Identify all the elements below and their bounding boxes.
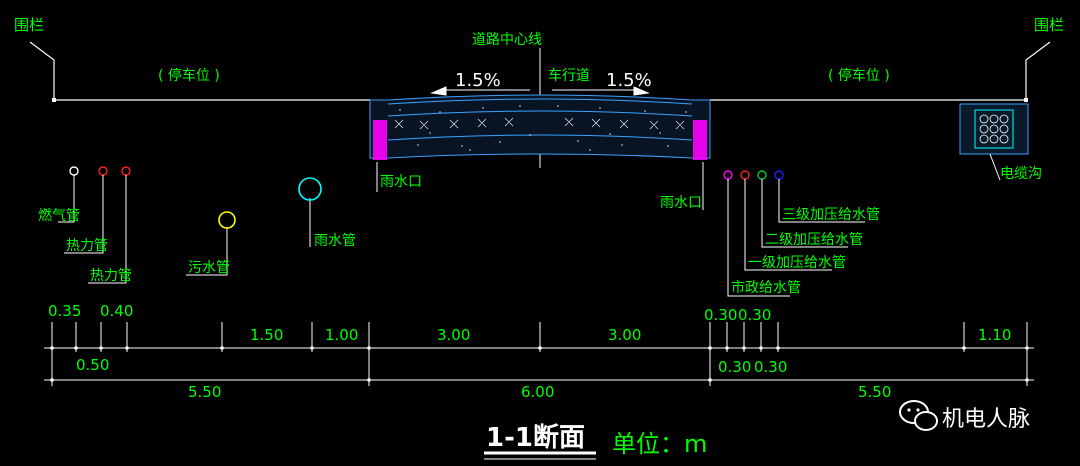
dim-5-50-left: 5.50 (188, 383, 221, 401)
ground-line (29, 41, 1051, 101)
parking-label-left: ( 停车位 ) (158, 67, 220, 84)
dim-0-50: 0.50 (76, 356, 109, 374)
water-2-pipe-icon (757, 170, 767, 180)
water-3-label: 三级加压给水管 (782, 207, 880, 223)
sewage-pipe-label: 污水管 (188, 260, 230, 276)
dim-1-10: 1.10 (978, 326, 1011, 344)
gas-pipe-icon (69, 166, 79, 176)
dimension-lines (44, 322, 1034, 386)
dim-6-00: 6.00 (521, 383, 554, 401)
section-title: 1-1断面 (486, 422, 585, 453)
dim-0-35: 0.35 (48, 302, 81, 320)
wechat-icon (899, 400, 938, 431)
water-city-pipe-icon (723, 170, 733, 180)
inlet-label-right: 雨水口 (660, 195, 702, 211)
water-2-label: 二级加压给水管 (765, 232, 863, 248)
water-1-pipe-icon (740, 170, 750, 180)
dim-3-00-right: 3.00 (608, 326, 641, 344)
dim-0-30-d: 0.30 (754, 358, 787, 376)
unit-label: 单位：m (612, 430, 707, 458)
dim-5-50-right: 5.50 (858, 383, 891, 401)
dim-0-30-c: 0.30 (718, 358, 751, 376)
dim-0-30-b: 0.30 (738, 306, 771, 324)
fence-label-right: 围栏 (1034, 16, 1064, 34)
watermark-text: 机电人脉 (942, 407, 1030, 432)
slope-label-left: 1.5% (455, 70, 501, 91)
storm-pipe-label: 雨水管 (314, 233, 356, 249)
water-1-label: 一级加压给水管 (748, 255, 846, 271)
pipe-leaders-right (727, 179, 865, 297)
heat-pipe-2-label: 热力管 (90, 268, 132, 284)
dim-3-00-left: 3.00 (437, 326, 470, 344)
fence-label-left: 围栏 (14, 16, 44, 34)
water-city-label: 市政给水管 (731, 279, 801, 296)
dim-1-00: 1.00 (325, 326, 358, 344)
pipe-leaders-left (58, 175, 311, 284)
dimension-ticks (50, 346, 1029, 382)
slope-label-right: 1.5% (606, 70, 652, 91)
cable-trench (959, 103, 1029, 181)
curb-right (693, 120, 707, 160)
dim-1-50: 1.50 (250, 326, 283, 344)
slope-arrows (430, 86, 650, 96)
fence-post-right (1024, 98, 1028, 102)
pavement-structure (369, 94, 711, 160)
dim-0-40: 0.40 (100, 302, 133, 320)
water-3-pipe-icon (774, 170, 784, 180)
inlet-label-left: 雨水口 (380, 174, 422, 190)
heat-pipe-1-icon (98, 166, 108, 176)
sewage-pipe-icon (218, 211, 236, 229)
storm-pipe-icon (298, 177, 322, 201)
heat-pipe-2-icon (121, 166, 131, 176)
parking-label-right: ( 停车位 ) (828, 67, 890, 84)
curb-left (373, 120, 387, 160)
dim-0-30-a: 0.30 (704, 306, 737, 324)
gas-pipe-label: 燃气管 (38, 207, 80, 224)
heat-pipe-1-label: 热力管 (66, 238, 108, 254)
centerline-label: 道路中心线 (472, 32, 542, 48)
fence-post-left (52, 98, 56, 102)
cable-trench-label: 电缆沟 (1000, 166, 1042, 182)
carriageway-label: 车行道 (548, 67, 590, 84)
